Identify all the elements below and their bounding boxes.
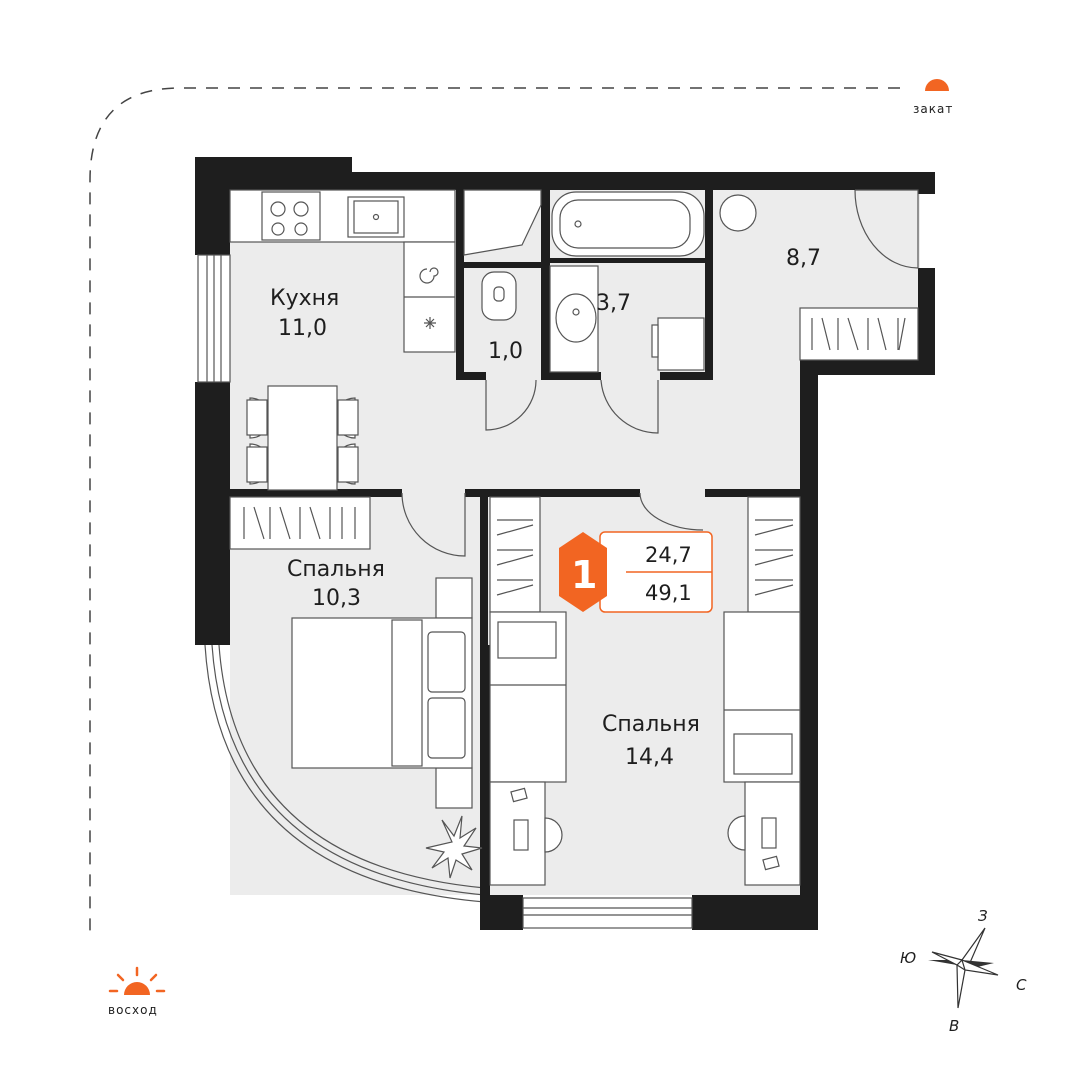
compass-north: С xyxy=(1016,976,1027,994)
toilet xyxy=(463,189,542,321)
kitchen-area: 11,0 xyxy=(278,316,327,341)
sunset-icon xyxy=(925,79,949,91)
kitchen-counter xyxy=(229,189,456,353)
doors xyxy=(401,189,919,557)
double-bed xyxy=(291,577,473,809)
wardrobe-left xyxy=(489,496,541,613)
hall-area: 8,7 xyxy=(786,246,821,271)
wardrobe-right xyxy=(747,496,801,613)
compass-east: В xyxy=(949,1017,959,1035)
desk-right xyxy=(727,781,801,886)
plant-icon xyxy=(425,815,483,879)
kitchen-name: Кухня xyxy=(270,286,339,311)
rooms-count: 1 xyxy=(571,553,597,597)
kitchen-window xyxy=(197,254,231,383)
sink xyxy=(549,265,599,373)
hall-fixtures xyxy=(719,194,919,361)
compass-south: Ю xyxy=(900,949,916,967)
bedroom-small-area: 10,3 xyxy=(312,586,361,611)
bedroom-window xyxy=(522,897,693,929)
bedroom-small-name: Спальня xyxy=(287,557,385,582)
sun-path-dashed-line xyxy=(89,87,900,940)
desk-left xyxy=(489,781,563,886)
apartment-badge: 1 24,7 49,1 xyxy=(559,531,713,613)
bedroom-large-name: Спальня xyxy=(602,712,700,737)
interior-walls xyxy=(230,190,800,649)
wc-area: 1,0 xyxy=(488,339,523,364)
sunset-label: закат xyxy=(913,102,953,116)
bedroom-large-area: 14,4 xyxy=(625,745,674,770)
single-bed-left xyxy=(489,611,567,783)
bathroom-area: 3,7 xyxy=(596,291,631,316)
sunrise-icon xyxy=(108,966,166,995)
single-bed-right xyxy=(723,611,801,783)
curved-window xyxy=(204,644,486,903)
total-area: 49,1 xyxy=(645,581,692,605)
wardrobe-small-bedroom xyxy=(229,496,371,550)
rooms-count-hexagon xyxy=(559,532,607,612)
living-area: 24,7 xyxy=(645,543,692,567)
bathtub xyxy=(551,191,705,257)
dining-table xyxy=(246,385,359,491)
compass-rose-icon xyxy=(928,927,999,1009)
washing-machine xyxy=(651,317,705,371)
outer-walls xyxy=(195,157,935,930)
sunrise-label: восход xyxy=(108,1003,158,1017)
compass-west: З xyxy=(978,907,988,925)
